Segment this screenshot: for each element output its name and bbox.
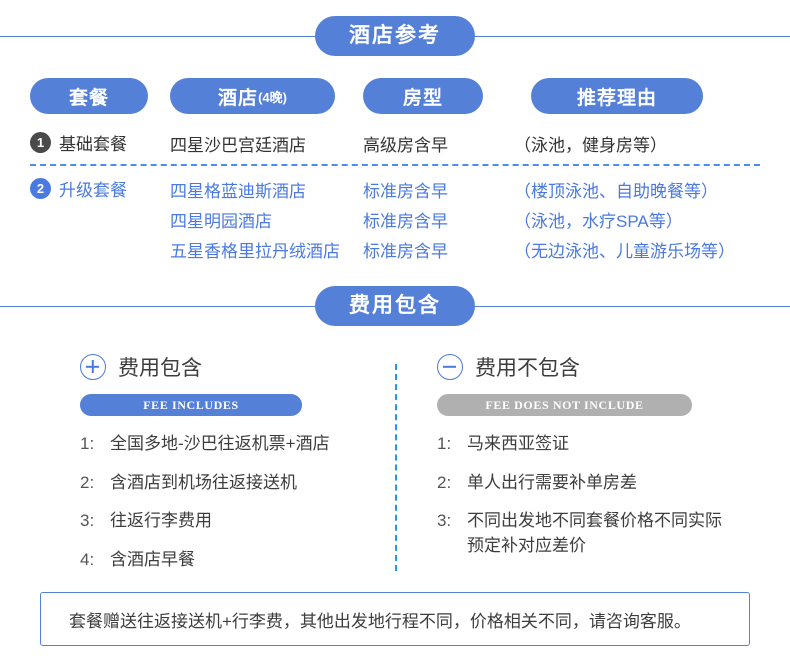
hotel-section-header: 酒店参考 [0, 15, 790, 57]
list-item: 1: 马来西亚签证 [437, 432, 772, 457]
column-header-package-label: 套餐 [68, 87, 109, 109]
cell-roomtype: 高级房含早 [363, 135, 448, 155]
cell-reason: （泳池，水疗SPA等） [514, 211, 683, 231]
list-item-text: 单人出行需要补单房差 [467, 472, 637, 492]
fee-excluded-heading: 费用不包含 [437, 352, 772, 382]
bottom-note-box: 套餐赠送往返接送机+行李费，其他出发地行程不同，价格相关不同，请咨询客服。 [40, 592, 750, 646]
cell-roomtype: 标准房含早 [363, 181, 448, 201]
fee-excluded-tag: FEE DOES NOT INCLUDE [437, 394, 692, 416]
package-number-badge: 1 [30, 132, 51, 153]
cell-reason: （无边泳池、儿童游乐场等） [514, 241, 735, 261]
list-item: 3: 不同出发地不同套餐价格不同实际 预定补对应差价 [437, 509, 772, 558]
list-item-text: 不同出发地不同套餐价格不同实际 预定补对应差价 [467, 511, 722, 555]
fee-included-title: 费用包含 [118, 357, 202, 380]
minus-circle-icon [437, 354, 463, 380]
table-row: 五星香格里拉丹绒酒店 标准房含早 （无边泳池、儿童游乐场等） [170, 234, 790, 264]
list-item-index: 3: [437, 511, 452, 531]
cell-roomtype: 标准房含早 [363, 211, 448, 231]
cell-hotel: 五星香格里拉丹绒酒店 [170, 241, 340, 261]
cell-hotel: 四星格蓝迪斯酒店 [170, 181, 306, 201]
cell-reason: （泳池，健身房等） [514, 135, 667, 155]
fee-column-divider [395, 364, 397, 571]
column-header-roomtype-label: 房型 [402, 87, 443, 109]
fee-excluded-title: 费用不包含 [475, 357, 580, 380]
table-row: 四星明园酒店 标准房含早 （泳池，水疗SPA等） [170, 204, 790, 234]
hotel-table-column-headers: 套餐 酒店(4晚) 房型 推荐理由 [30, 56, 790, 114]
section-title-hotel: 酒店参考 [315, 15, 475, 57]
row-divider-dashed [30, 164, 760, 166]
list-item: 3: 往返行李费用 [80, 509, 395, 534]
list-item-text: 含酒店到机场往返接送机 [110, 472, 297, 492]
list-item-text: 马来西亚签证 [467, 434, 569, 453]
fee-included-column: 费用包含 FEE INCLUDES 1: 全国多地-沙巴往返机票+酒店 2: 含… [18, 352, 395, 587]
fee-included-list: 1: 全国多地-沙巴往返机票+酒店 2: 含酒店到机场往返接送机 3: 往返行李… [80, 432, 395, 573]
table-row: 1 基础套餐 四星沙巴宫廷酒店 高级房含早 （泳池，健身房等） [30, 128, 790, 158]
list-item-text: 全国多地-沙巴往返机票+酒店 [110, 434, 330, 453]
list-item: 1: 全国多地-沙巴往返机票+酒店 [80, 432, 395, 457]
bottom-note-text: 套餐赠送往返接送机+行李费，其他出发地行程不同，价格相关不同，请咨询客服。 [69, 611, 691, 631]
package-label-upgrade: 2 升级套餐 [30, 174, 170, 201]
column-header-hotel-sub: (4晚) [258, 89, 287, 105]
list-item-index: 1: [80, 434, 95, 453]
table-row: 四星格蓝迪斯酒店 标准房含早 （楼顶泳池、自助晚餐等） [170, 174, 790, 204]
package-name: 升级套餐 [59, 181, 127, 200]
list-item-index: 4: [80, 549, 95, 569]
list-item-text: 往返行李费用 [110, 511, 212, 531]
column-header-roomtype: 房型 [363, 78, 483, 114]
table-row: 四星沙巴宫廷酒店 高级房含早 （泳池，健身房等） [170, 128, 790, 158]
column-header-reason-label: 推荐理由 [576, 87, 657, 109]
list-item: 4: 含酒店早餐 [80, 548, 395, 573]
fee-section-header: 费用包含 [0, 285, 790, 327]
fee-excluded-column: 费用不包含 FEE DOES NOT INCLUDE 1: 马来西亚签证 2: … [395, 352, 772, 587]
column-header-hotel: 酒店(4晚) [170, 78, 335, 114]
package-rows-upgrade: 四星格蓝迪斯酒店 标准房含早 （楼顶泳池、自助晚餐等） 四星明园酒店 标准房含早… [170, 174, 790, 264]
column-header-package: 套餐 [30, 78, 148, 114]
plus-circle-icon [80, 354, 106, 380]
list-item-index: 2: [437, 472, 452, 492]
column-header-reason: 推荐理由 [531, 78, 703, 114]
table-row: 2 升级套餐 四星格蓝迪斯酒店 标准房含早 （楼顶泳池、自助晚餐等） 四星明园酒… [30, 174, 790, 264]
package-label-basic: 1 基础套餐 [30, 128, 170, 155]
column-header-hotel-label: 酒店 [218, 87, 259, 109]
cell-hotel: 四星明园酒店 [170, 211, 272, 231]
package-number-badge: 2 [30, 178, 51, 199]
list-item-text: 含酒店早餐 [110, 549, 195, 569]
hotel-reference-table: 套餐 酒店(4晚) 房型 推荐理由 1 基础套餐 四星沙巴宫廷酒店 高级房含早 [0, 56, 790, 264]
fee-included-heading: 费用包含 [80, 352, 395, 382]
cell-hotel: 四星沙巴宫廷酒店 [170, 135, 306, 155]
hotel-table-body: 1 基础套餐 四星沙巴宫廷酒店 高级房含早 （泳池，健身房等） 2 升级套餐 四… [30, 128, 790, 264]
list-item: 2: 含酒店到机场往返接送机 [80, 471, 395, 496]
list-item-index: 1: [437, 434, 452, 453]
package-name: 基础套餐 [59, 135, 127, 154]
list-item-index: 3: [80, 511, 95, 531]
fee-excluded-list: 1: 马来西亚签证 2: 单人出行需要补单房差 3: 不同出发地不同套餐价格不同… [437, 432, 772, 559]
cell-roomtype: 标准房含早 [363, 241, 448, 261]
fee-columns: 费用包含 FEE INCLUDES 1: 全国多地-沙巴往返机票+酒店 2: 含… [0, 352, 790, 587]
cell-reason: （楼顶泳池、自助晚餐等） [514, 181, 718, 201]
package-rows-basic: 四星沙巴宫廷酒店 高级房含早 （泳池，健身房等） [170, 128, 790, 158]
list-item-index: 2: [80, 472, 95, 492]
list-item: 2: 单人出行需要补单房差 [437, 471, 772, 496]
section-title-fee: 费用包含 [315, 285, 475, 327]
fee-included-tag: FEE INCLUDES [80, 394, 302, 416]
